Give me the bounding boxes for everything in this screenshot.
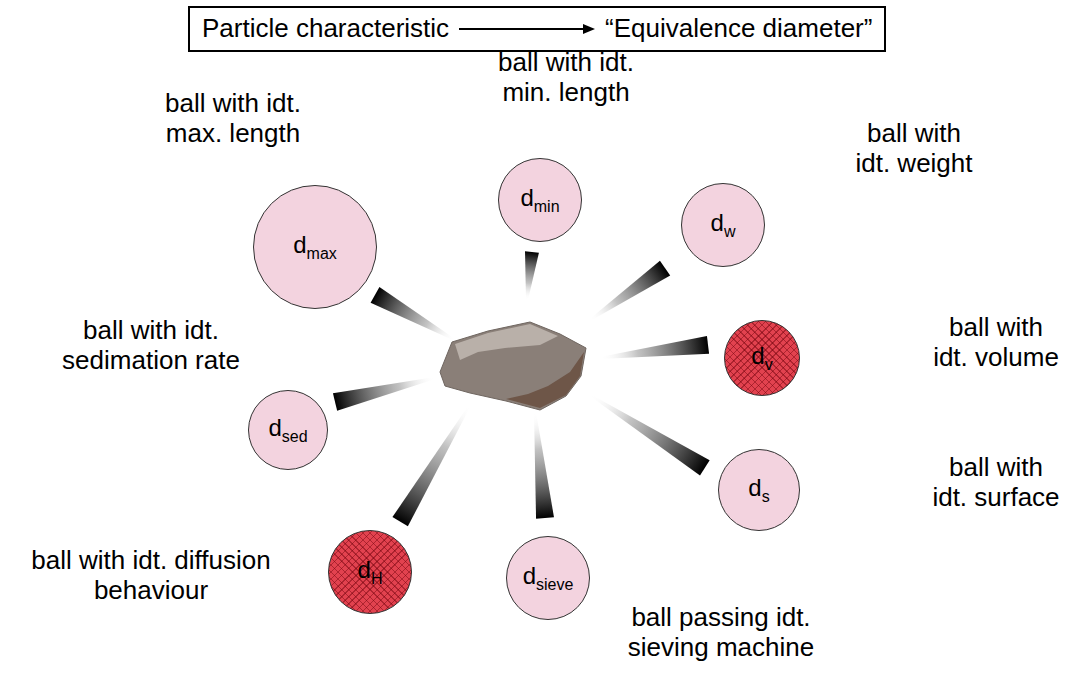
diameter-symbol: ds [748,476,769,505]
diameter-letter: d [748,474,761,501]
diameter-letter: d [523,562,536,589]
diameter-symbol: dw [711,211,736,240]
particle-highlight [455,324,558,360]
diameter-subscript: w [724,223,736,240]
heading-arrow [457,19,597,39]
particle [440,322,586,410]
diameter-symbol: dv [751,344,772,373]
characteristic-text: Particle characteristic [202,12,449,46]
equivalent-ball: ball with idt. sedimation ratedsed [248,390,328,470]
diameter-subscript: max [307,245,337,262]
highlighted-ball: ball with idt. diffusion behaviourdH [328,530,412,614]
diameter-letter: d [751,342,764,369]
equivalent-ball: ball with idt. surfaceds [718,449,800,531]
rays [333,251,710,526]
ray [333,369,437,411]
ball-description: ball with idt. max. length [151,89,316,149]
diameter-letter: d [711,209,724,236]
equivalent-ball: ball passing idt. sieving machinedsieve [506,536,590,620]
ball-description: ball passing idt. sieving machine [621,603,821,663]
diameter-subscript: min [534,198,560,215]
ray [526,411,554,519]
diameter-symbol: dsed [268,416,307,445]
ray [585,387,709,475]
diameter-subscript: v [765,356,773,373]
diameter-subscript: sieve [536,576,573,593]
ball-description: ball with idt. diffusion behaviour [26,546,276,606]
diameter-symbol: dmin [520,186,559,215]
ray [520,251,539,300]
ball-description: ball with idt. min. length [484,48,649,108]
particle-shadow [506,352,584,408]
diameter-letter: d [293,231,306,258]
heading-box: Particle characteristic “Equivalence diam… [188,6,886,52]
ray [371,287,460,348]
ray [392,400,477,526]
ray [599,336,709,367]
diameter-subscript: sed [282,428,308,445]
diameter-subscript: s [762,488,770,505]
ball-description: ball with idt. surface [931,453,1062,513]
ball-description: ball with idt. weight [852,119,977,179]
equivalent-ball: ball with idt. weightdw [681,183,765,267]
diameter-letter: d [520,184,533,211]
diameter-symbol: dmax [293,233,337,262]
diameter-subscript: H [371,570,383,587]
ball-description: ball with idt. volume [931,313,1061,373]
equivalent-ball: ball with idt. max. lengthdmax [253,185,377,309]
diameter-letter: d [268,414,281,441]
diameter-letter: d [358,556,371,583]
highlighted-ball: ball with idt. volumedv [724,320,800,396]
ball-description: ball with idt. sedimation rate [56,316,246,376]
particle-body [440,322,586,410]
diameter-symbol: dH [358,558,383,587]
equivalence-text: “Equivalence diameter” [605,12,872,46]
ray [585,261,670,328]
equivalent-ball: ball with idt. min. lengthdmin [498,158,582,242]
diameter-symbol: dsieve [523,564,574,593]
